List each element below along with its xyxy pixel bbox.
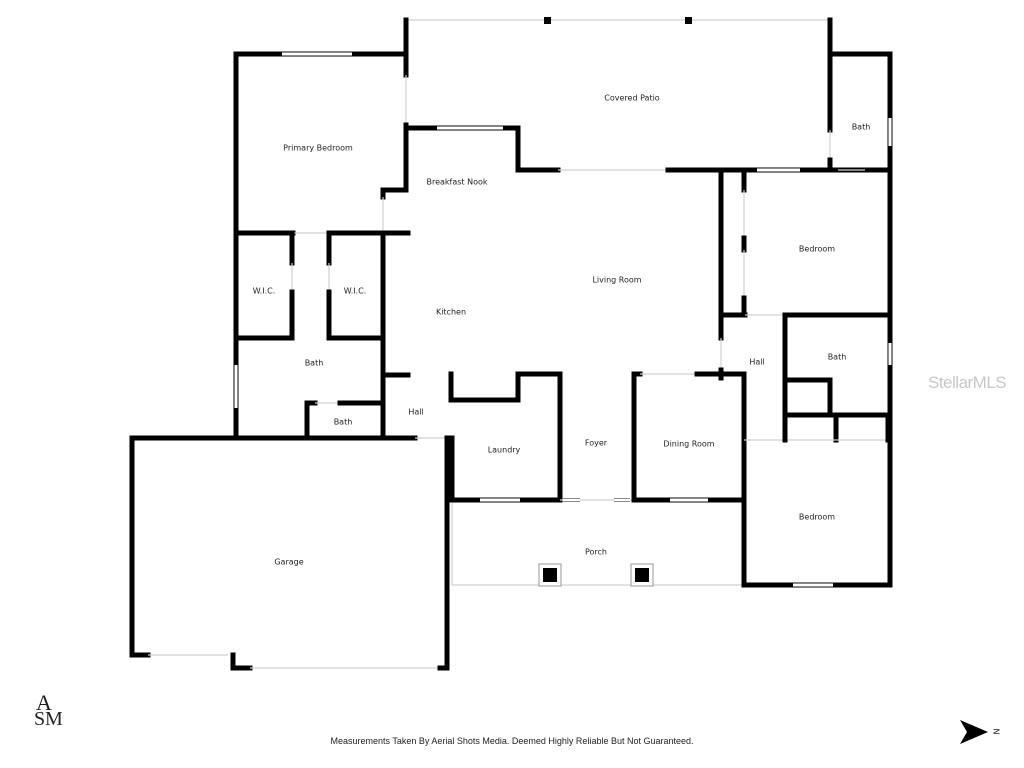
room-label-laundry: Laundry bbox=[488, 446, 521, 455]
room-label-hall: Hall bbox=[408, 408, 423, 417]
room-label-bath: Bath bbox=[828, 353, 847, 362]
room-label-wic: W.I.C. bbox=[344, 287, 367, 296]
room-label-bath: Bath bbox=[334, 418, 353, 427]
room-label-bedroom: Bedroom bbox=[799, 513, 835, 522]
room-label-breakfast-nook: Breakfast Nook bbox=[426, 178, 487, 187]
room-labels: Covered Patio Primary Bedroom Bath Break… bbox=[253, 94, 871, 567]
porch-column-core bbox=[635, 568, 649, 582]
north-label: N bbox=[991, 728, 1001, 735]
disclaimer: Measurements Taken By Aerial Shots Media… bbox=[330, 736, 694, 746]
room-label-primary-bedroom: Primary Bedroom bbox=[283, 144, 353, 153]
room-label-living-room: Living Room bbox=[592, 276, 641, 285]
walls bbox=[129, 17, 893, 671]
company-logo: A S M bbox=[34, 690, 63, 730]
room-label-bath: Bath bbox=[305, 359, 324, 368]
room-label-dining-room: Dining Room bbox=[663, 440, 714, 449]
room-label-bath: Bath bbox=[852, 123, 871, 132]
room-label-kitchen: Kitchen bbox=[436, 308, 466, 317]
room-label-porch: Porch bbox=[585, 548, 607, 557]
patio-post bbox=[544, 17, 551, 24]
room-label-garage: Garage bbox=[274, 558, 303, 567]
room-label-foyer: Foyer bbox=[585, 439, 608, 448]
patio-post bbox=[685, 17, 692, 24]
porch-column-core bbox=[543, 568, 557, 582]
watermark: StellarMLS bbox=[928, 373, 1007, 392]
room-label-hall: Hall bbox=[749, 358, 764, 367]
room-label-wic: W.I.C. bbox=[253, 287, 276, 296]
room-label-bedroom: Bedroom bbox=[799, 245, 835, 254]
room-label-covered-patio: Covered Patio bbox=[604, 94, 660, 103]
north-arrow-icon bbox=[960, 720, 988, 744]
